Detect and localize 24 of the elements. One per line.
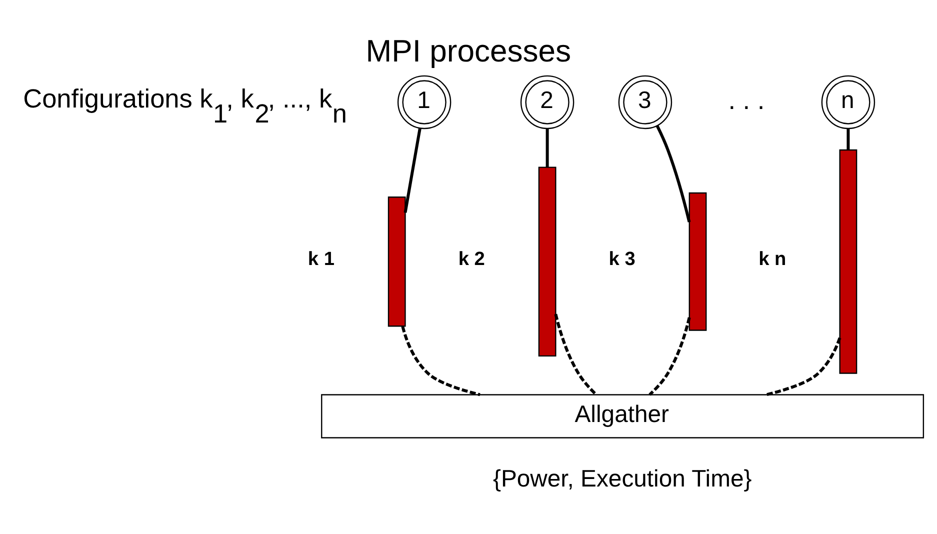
connector bbox=[648, 317, 691, 396]
node-circle: 3 bbox=[618, 75, 672, 130]
connector bbox=[554, 314, 598, 396]
node-bar bbox=[538, 166, 556, 357]
node-bar bbox=[688, 192, 707, 331]
connector bbox=[656, 125, 691, 222]
node-circle: 2 bbox=[520, 75, 574, 130]
connector bbox=[401, 326, 480, 396]
node-box: Allgather bbox=[321, 394, 924, 438]
node-bar bbox=[839, 149, 858, 374]
node-bar bbox=[388, 196, 406, 327]
connector bbox=[846, 128, 850, 150]
connector bbox=[404, 128, 422, 213]
connector bbox=[546, 128, 549, 168]
connector bbox=[766, 337, 842, 396]
node-label: k 3 bbox=[608, 248, 636, 270]
node-label: k 1 bbox=[308, 248, 334, 270]
node-circle: n bbox=[821, 75, 876, 130]
node-label: k 2 bbox=[458, 248, 485, 270]
node-label: {Power, Execution Time} bbox=[492, 466, 752, 493]
diagram-title: MPI processes bbox=[366, 33, 572, 68]
node-label: k n bbox=[758, 248, 786, 270]
node-circle: 1 bbox=[397, 75, 452, 130]
label: . . . bbox=[728, 84, 765, 115]
